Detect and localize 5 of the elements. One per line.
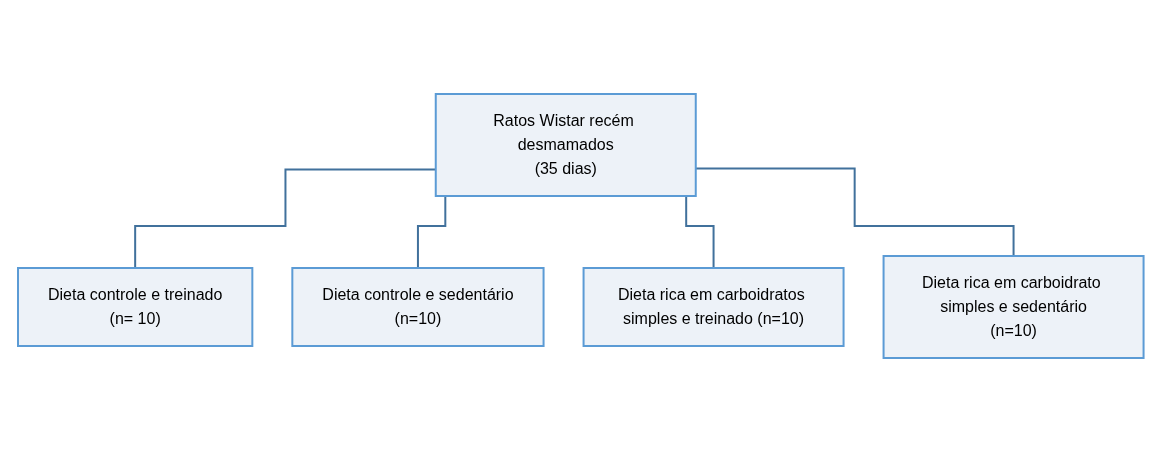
node-box: Dieta rica em carboidrato simples e sedentário (n=10) [882,255,1145,359]
node-box: Ratos Wistar recém desmamados (35 dias) [434,93,697,197]
node-box: Dieta controle e sedentário (n=10) [291,267,545,347]
node-box: Dieta rica em carboidratos simples e treinado (n=10) [582,267,845,347]
node-box: Dieta controle e treinado (n= 10) [17,267,254,347]
